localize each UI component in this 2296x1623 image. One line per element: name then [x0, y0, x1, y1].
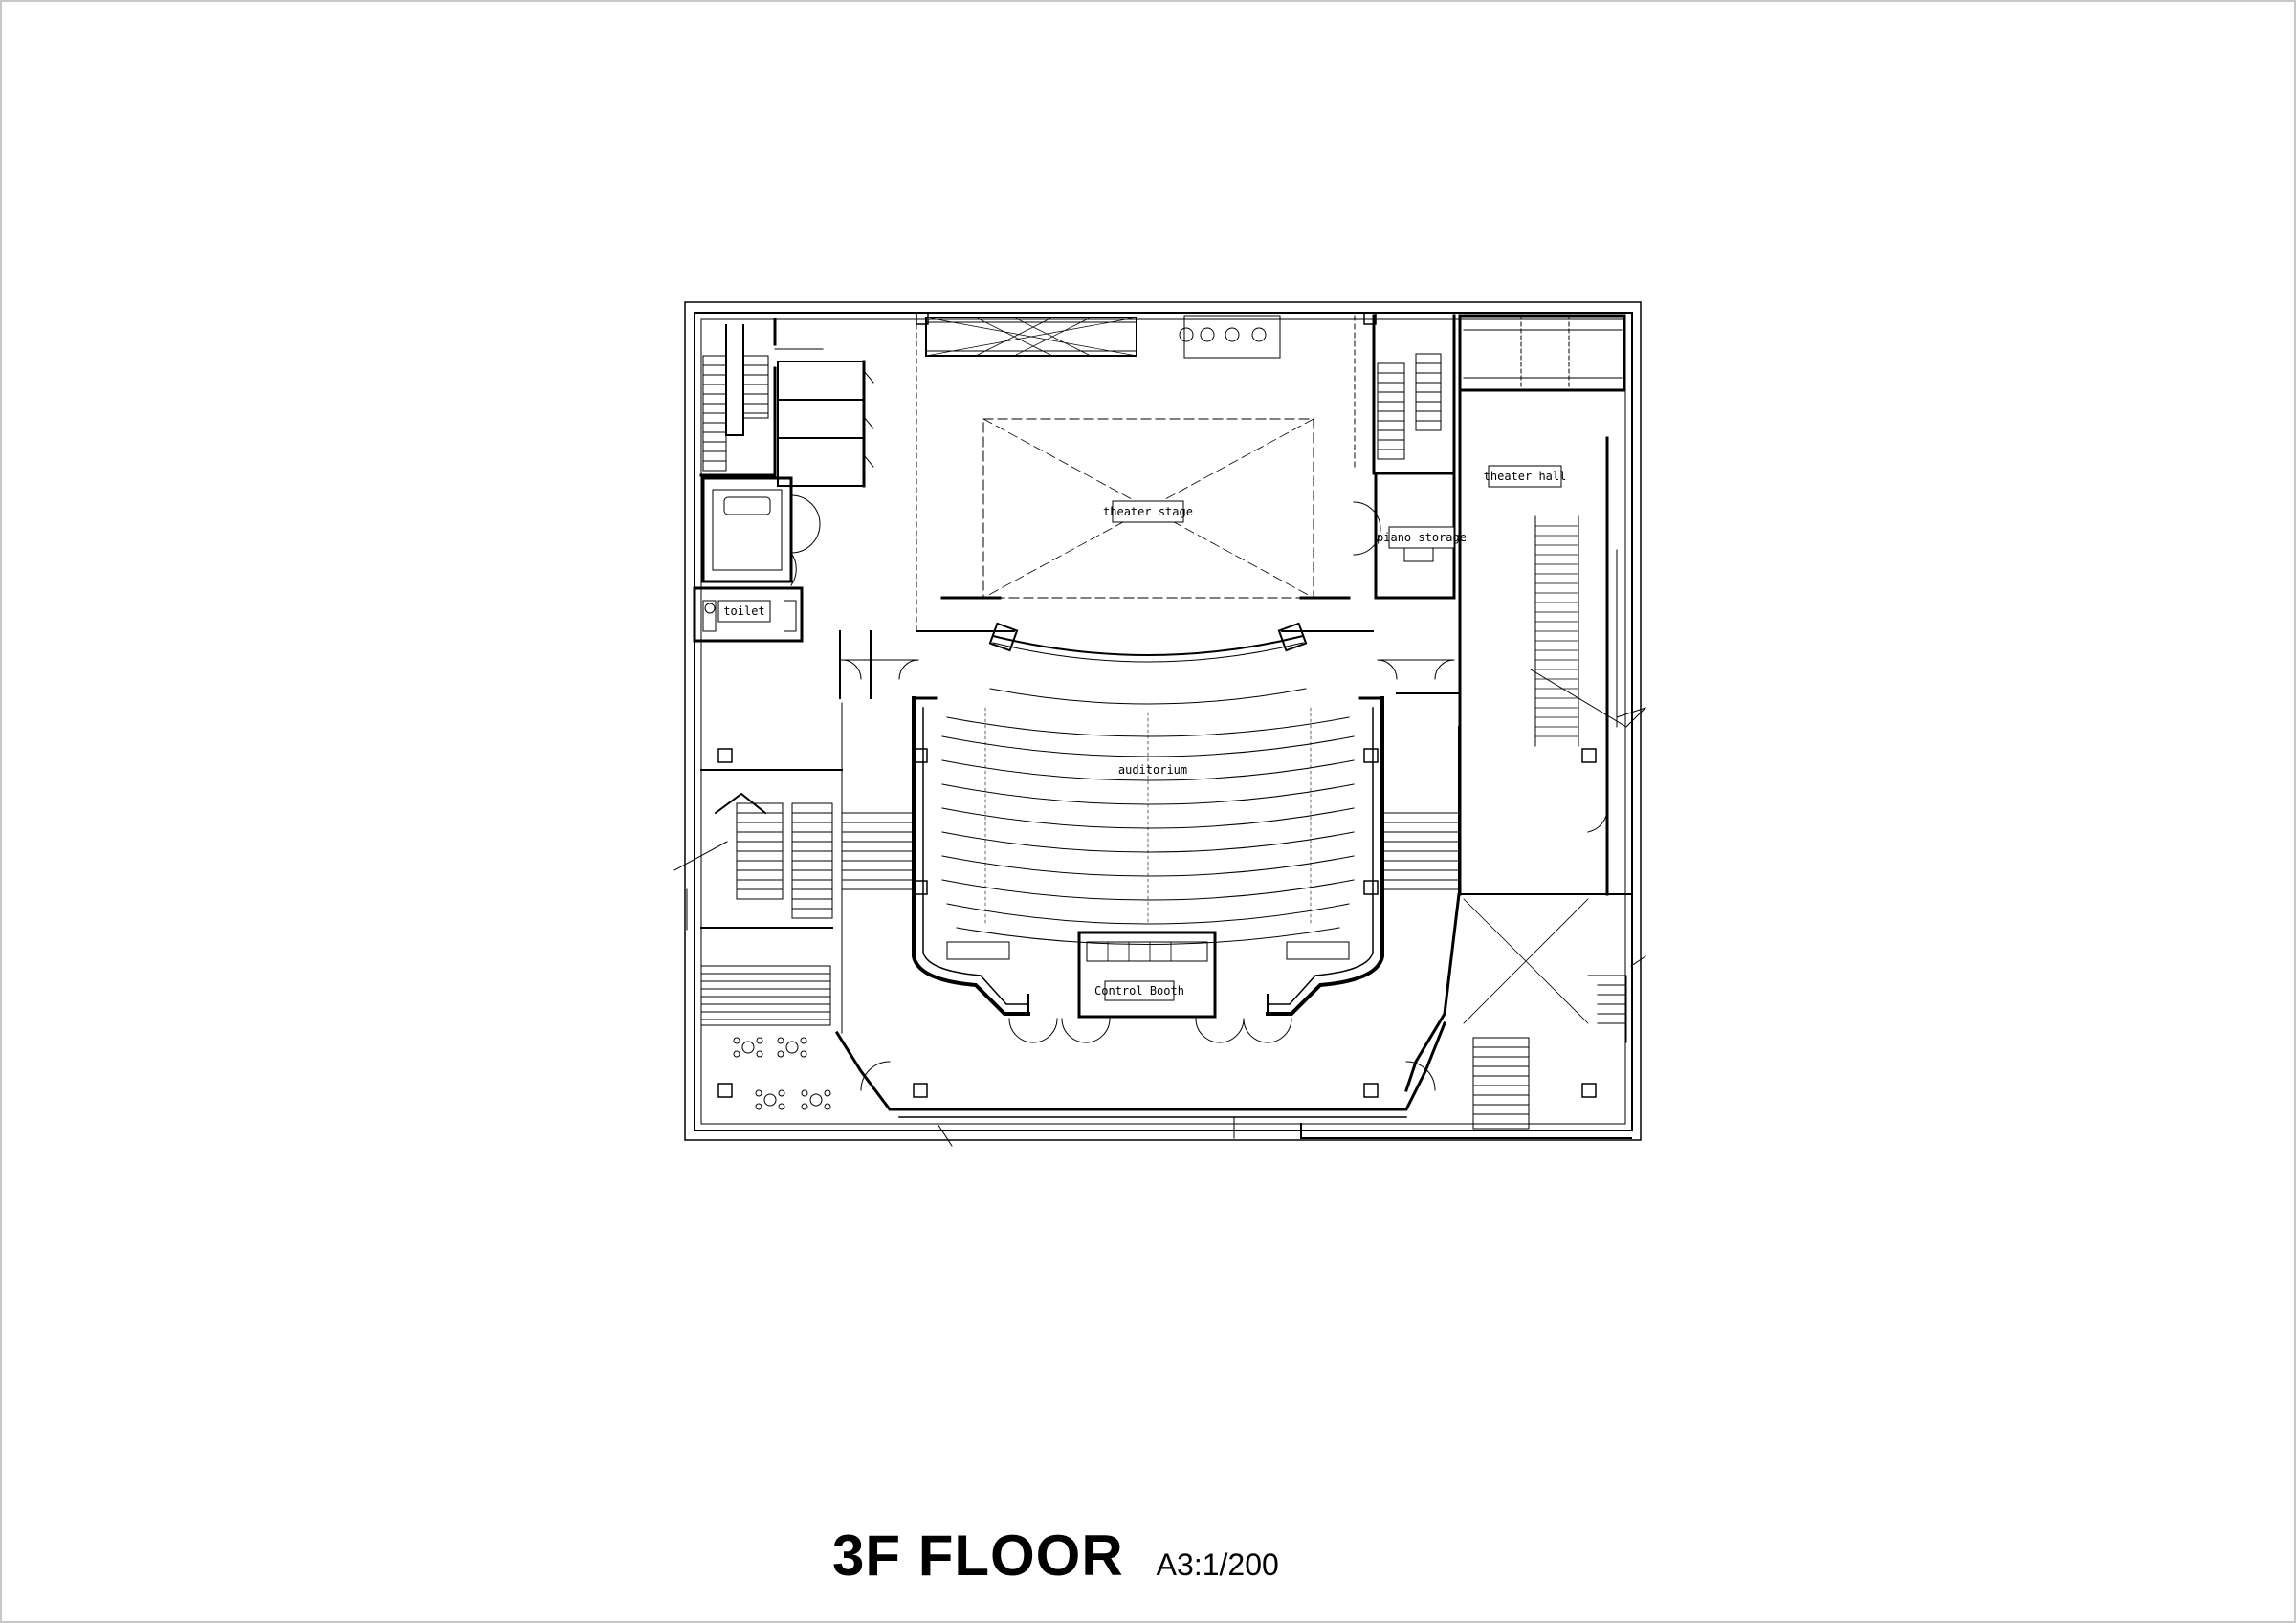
toilet-room — [693, 586, 804, 643]
room-label-control-booth: Control Booth — [1094, 984, 1184, 998]
service-rooms-northwest — [699, 318, 874, 488]
room-label-toilet: toilet — [723, 604, 764, 618]
doors — [841, 659, 1608, 1091]
structural-columns — [718, 312, 1597, 1098]
foyer-corridors — [839, 630, 1632, 1034]
foyer-south-wall — [834, 1021, 1632, 1147]
lounge-furniture — [733, 1037, 831, 1110]
exterior-wall-inner — [700, 318, 1626, 1125]
site-outline — [684, 301, 1642, 1141]
proscenium — [988, 622, 1308, 663]
stage-area — [916, 315, 1374, 632]
room-label-piano-storage: piano storage — [1377, 531, 1467, 544]
auditorium-shell — [912, 696, 1384, 1016]
drawing-scale: A3:1/200 — [1156, 1547, 1279, 1582]
elevator — [701, 476, 821, 586]
stair-northwest — [702, 324, 769, 472]
stair-northeast — [1372, 314, 1456, 475]
room-label-auditorium: auditorium — [1118, 763, 1187, 777]
auditorium-seating — [941, 688, 1355, 960]
room-label-theater-stage: theater stage — [1103, 505, 1193, 518]
room-label-theater-hall: theater hall — [1484, 470, 1567, 483]
stair-west — [673, 769, 915, 1026]
stair-east — [1381, 707, 1646, 1130]
exterior-wall — [694, 312, 1633, 1131]
control-booth-room — [1077, 931, 1217, 1019]
floor-plan — [673, 301, 1646, 1147]
room-tags — [718, 465, 1562, 1001]
drawing-title-block: 3F FLOOR A3:1/200 — [832, 1523, 1279, 1589]
drawing-title: 3F FLOOR — [832, 1524, 1124, 1588]
theater-hall — [1458, 314, 1646, 896]
